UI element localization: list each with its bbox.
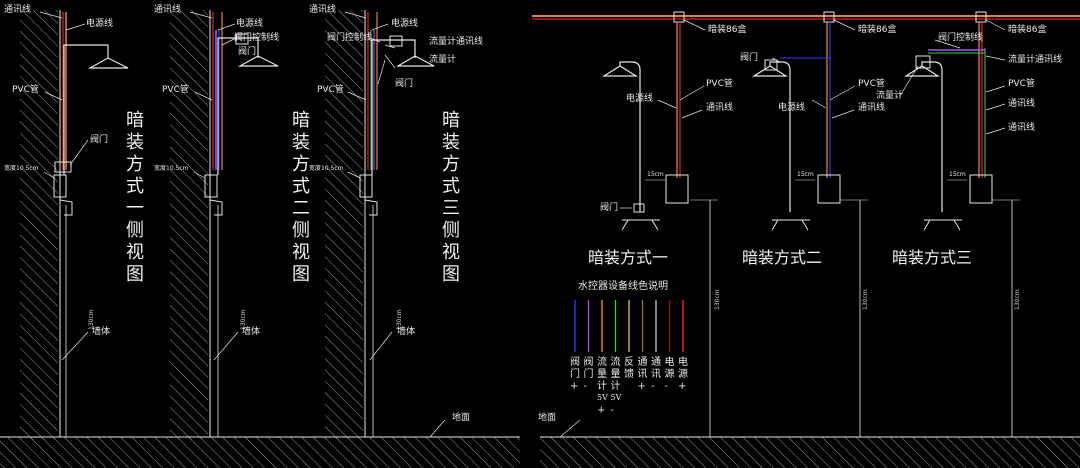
wall-hatch-3 xyxy=(325,10,363,440)
legend-lines xyxy=(574,300,684,352)
ground-hatch-left xyxy=(0,437,520,468)
wall-hatch-1 xyxy=(20,10,58,440)
shower-arm-sv3 xyxy=(371,39,416,175)
controller-sv1 xyxy=(53,174,67,198)
shower-head-sv2 xyxy=(237,55,279,67)
shower-fv1 xyxy=(601,61,641,212)
controller-fv1 xyxy=(665,174,689,204)
ground-hatch-right xyxy=(540,437,1080,468)
wall-hatch-2 xyxy=(170,10,208,440)
valve-box-sv3 xyxy=(389,35,403,47)
shower-head-sv1 xyxy=(87,57,129,69)
valve-fv3 xyxy=(915,55,931,69)
shower-head-sv3 xyxy=(395,55,435,67)
valve-box-sv1 xyxy=(54,161,72,173)
faucet-sv3 xyxy=(364,199,378,216)
junction-box-fv3 xyxy=(975,11,987,23)
faucet-sv1 xyxy=(59,199,73,216)
junction-box-fv2 xyxy=(823,11,835,23)
controller-sv2 xyxy=(204,174,218,198)
valve-fv1 xyxy=(633,203,645,213)
faucet-fv3 xyxy=(923,219,962,231)
faucet-sv2 xyxy=(209,199,223,216)
shower-arm-sv2 xyxy=(217,37,259,175)
leaders-side xyxy=(39,11,396,361)
controller-sv3 xyxy=(359,174,373,198)
controller-fv3 xyxy=(969,174,993,204)
leaders-front xyxy=(429,19,1006,438)
valve-fv2 xyxy=(764,59,778,71)
junction-box-fv1 xyxy=(673,11,685,23)
valve-box-sv2 xyxy=(235,33,249,45)
shower-fv3 xyxy=(903,61,943,212)
faucet-fv2 xyxy=(771,219,810,231)
controller-fv2 xyxy=(817,174,841,204)
faucet-fv1 xyxy=(621,219,660,231)
shower-fv2 xyxy=(751,61,791,212)
shower-arm-sv1 xyxy=(63,44,109,175)
